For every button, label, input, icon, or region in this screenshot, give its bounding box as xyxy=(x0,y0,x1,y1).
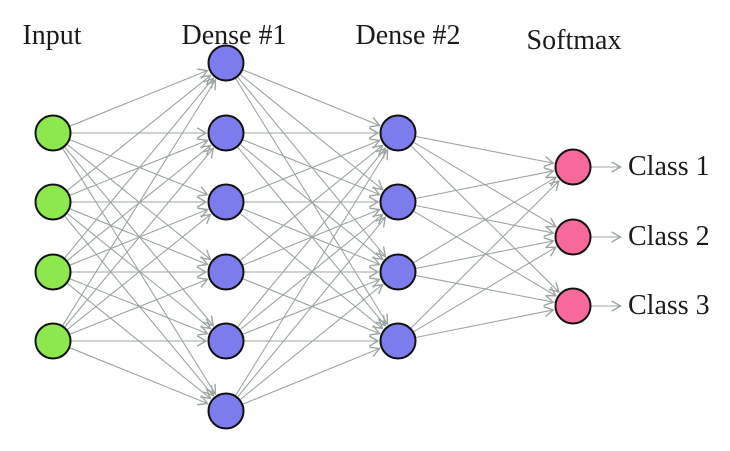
dense-2-node xyxy=(379,183,417,221)
edge-dense-2-to-softmax xyxy=(416,135,555,168)
edge-input-to-dense-1 xyxy=(62,78,217,326)
dense-1-node xyxy=(207,253,245,291)
dense-2-node xyxy=(379,114,417,152)
dense-1-node xyxy=(207,322,245,360)
edge-input-to-dense-1 xyxy=(69,68,209,127)
dense-2-node xyxy=(379,322,417,360)
input-node xyxy=(34,253,72,291)
edge-dense-2-to-softmax xyxy=(413,210,558,297)
layer-title-input: Input xyxy=(22,20,82,51)
edge-dense-1-to-dense-2 xyxy=(242,138,381,196)
output-label-class-2: Class 2 xyxy=(628,221,710,252)
dense-1-node xyxy=(207,392,245,430)
dense-1-node xyxy=(207,44,245,82)
output-label-class-3: Class 3 xyxy=(628,290,710,321)
input-node xyxy=(34,183,72,221)
input-node xyxy=(34,114,72,152)
edge-dense-1-to-dense-2 xyxy=(240,144,384,261)
edge-dense-1-to-dense-2 xyxy=(242,346,381,405)
edge-input-to-dense-1 xyxy=(64,77,215,259)
dense-1-node xyxy=(207,114,245,152)
layer-title-softmax: Softmax xyxy=(526,25,622,56)
softmax-node xyxy=(554,287,592,325)
edge-dense-1-to-dense-2 xyxy=(237,216,387,398)
input-node xyxy=(34,322,72,360)
softmax-node xyxy=(554,218,592,256)
edge-dense-1-to-dense-2 xyxy=(240,283,384,400)
edge-input-to-dense-1 xyxy=(67,213,212,330)
edge-dense-1-to-dense-2 xyxy=(242,69,381,128)
edge-dense-2-to-softmax xyxy=(413,246,558,333)
edge-dense-1-to-dense-2 xyxy=(240,213,384,330)
dense-1-node xyxy=(207,183,245,221)
edge-dense-1-to-dense-2 xyxy=(237,147,387,328)
layer-title-dense-1: Dense #1 xyxy=(181,20,287,51)
edge-dense-2-to-softmax xyxy=(416,167,555,199)
edge-dense-1-to-dense-2 xyxy=(235,78,389,326)
edge-dense-1-to-dense-2 xyxy=(240,74,384,191)
edge-dense-2-to-softmax xyxy=(416,306,555,338)
edge-dense-1-to-dense-2 xyxy=(235,148,389,396)
edge-input-to-dense-1 xyxy=(67,74,212,191)
dense-2-node xyxy=(379,253,417,291)
layer-title-dense-2: Dense #2 xyxy=(355,20,461,51)
softmax-node xyxy=(554,148,592,186)
edge-input-to-dense-1 xyxy=(69,347,209,406)
edge-input-to-dense-1 xyxy=(67,213,212,330)
edges xyxy=(62,68,622,406)
edge-input-to-dense-1 xyxy=(69,277,209,335)
output-label-class-1: Class 1 xyxy=(628,151,710,182)
edge-dense-2-to-softmax xyxy=(413,176,558,263)
nodes xyxy=(34,44,592,430)
edge-input-to-dense-1 xyxy=(64,147,215,328)
edge-dense-2-to-softmax xyxy=(410,180,560,329)
